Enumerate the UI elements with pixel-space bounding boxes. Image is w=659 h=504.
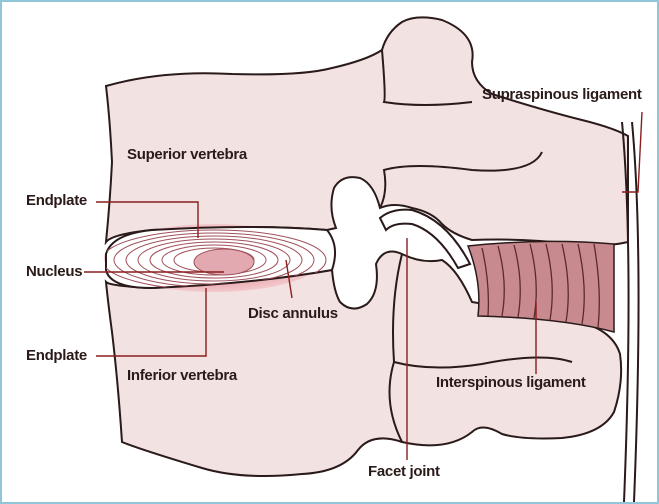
interspinous-ligament-label: Interspinous ligament [436,374,586,391]
nucleus-core [194,249,254,275]
supraspinous-ligament-label: Supraspinous ligament [482,86,642,103]
endplate-top-label: Endplate [26,192,87,209]
nucleus-label: Nucleus [26,263,82,280]
superior-vertebra-label: Superior vertebra [127,146,248,163]
inferior-vertebra-label: Inferior vertebra [127,367,238,384]
disc-annulus-label: Disc annulus [248,305,338,322]
superior-vertebra-shape [106,17,628,245]
endplate-bottom-label: Endplate [26,347,87,364]
facet-joint-label: Facet joint [368,463,440,480]
